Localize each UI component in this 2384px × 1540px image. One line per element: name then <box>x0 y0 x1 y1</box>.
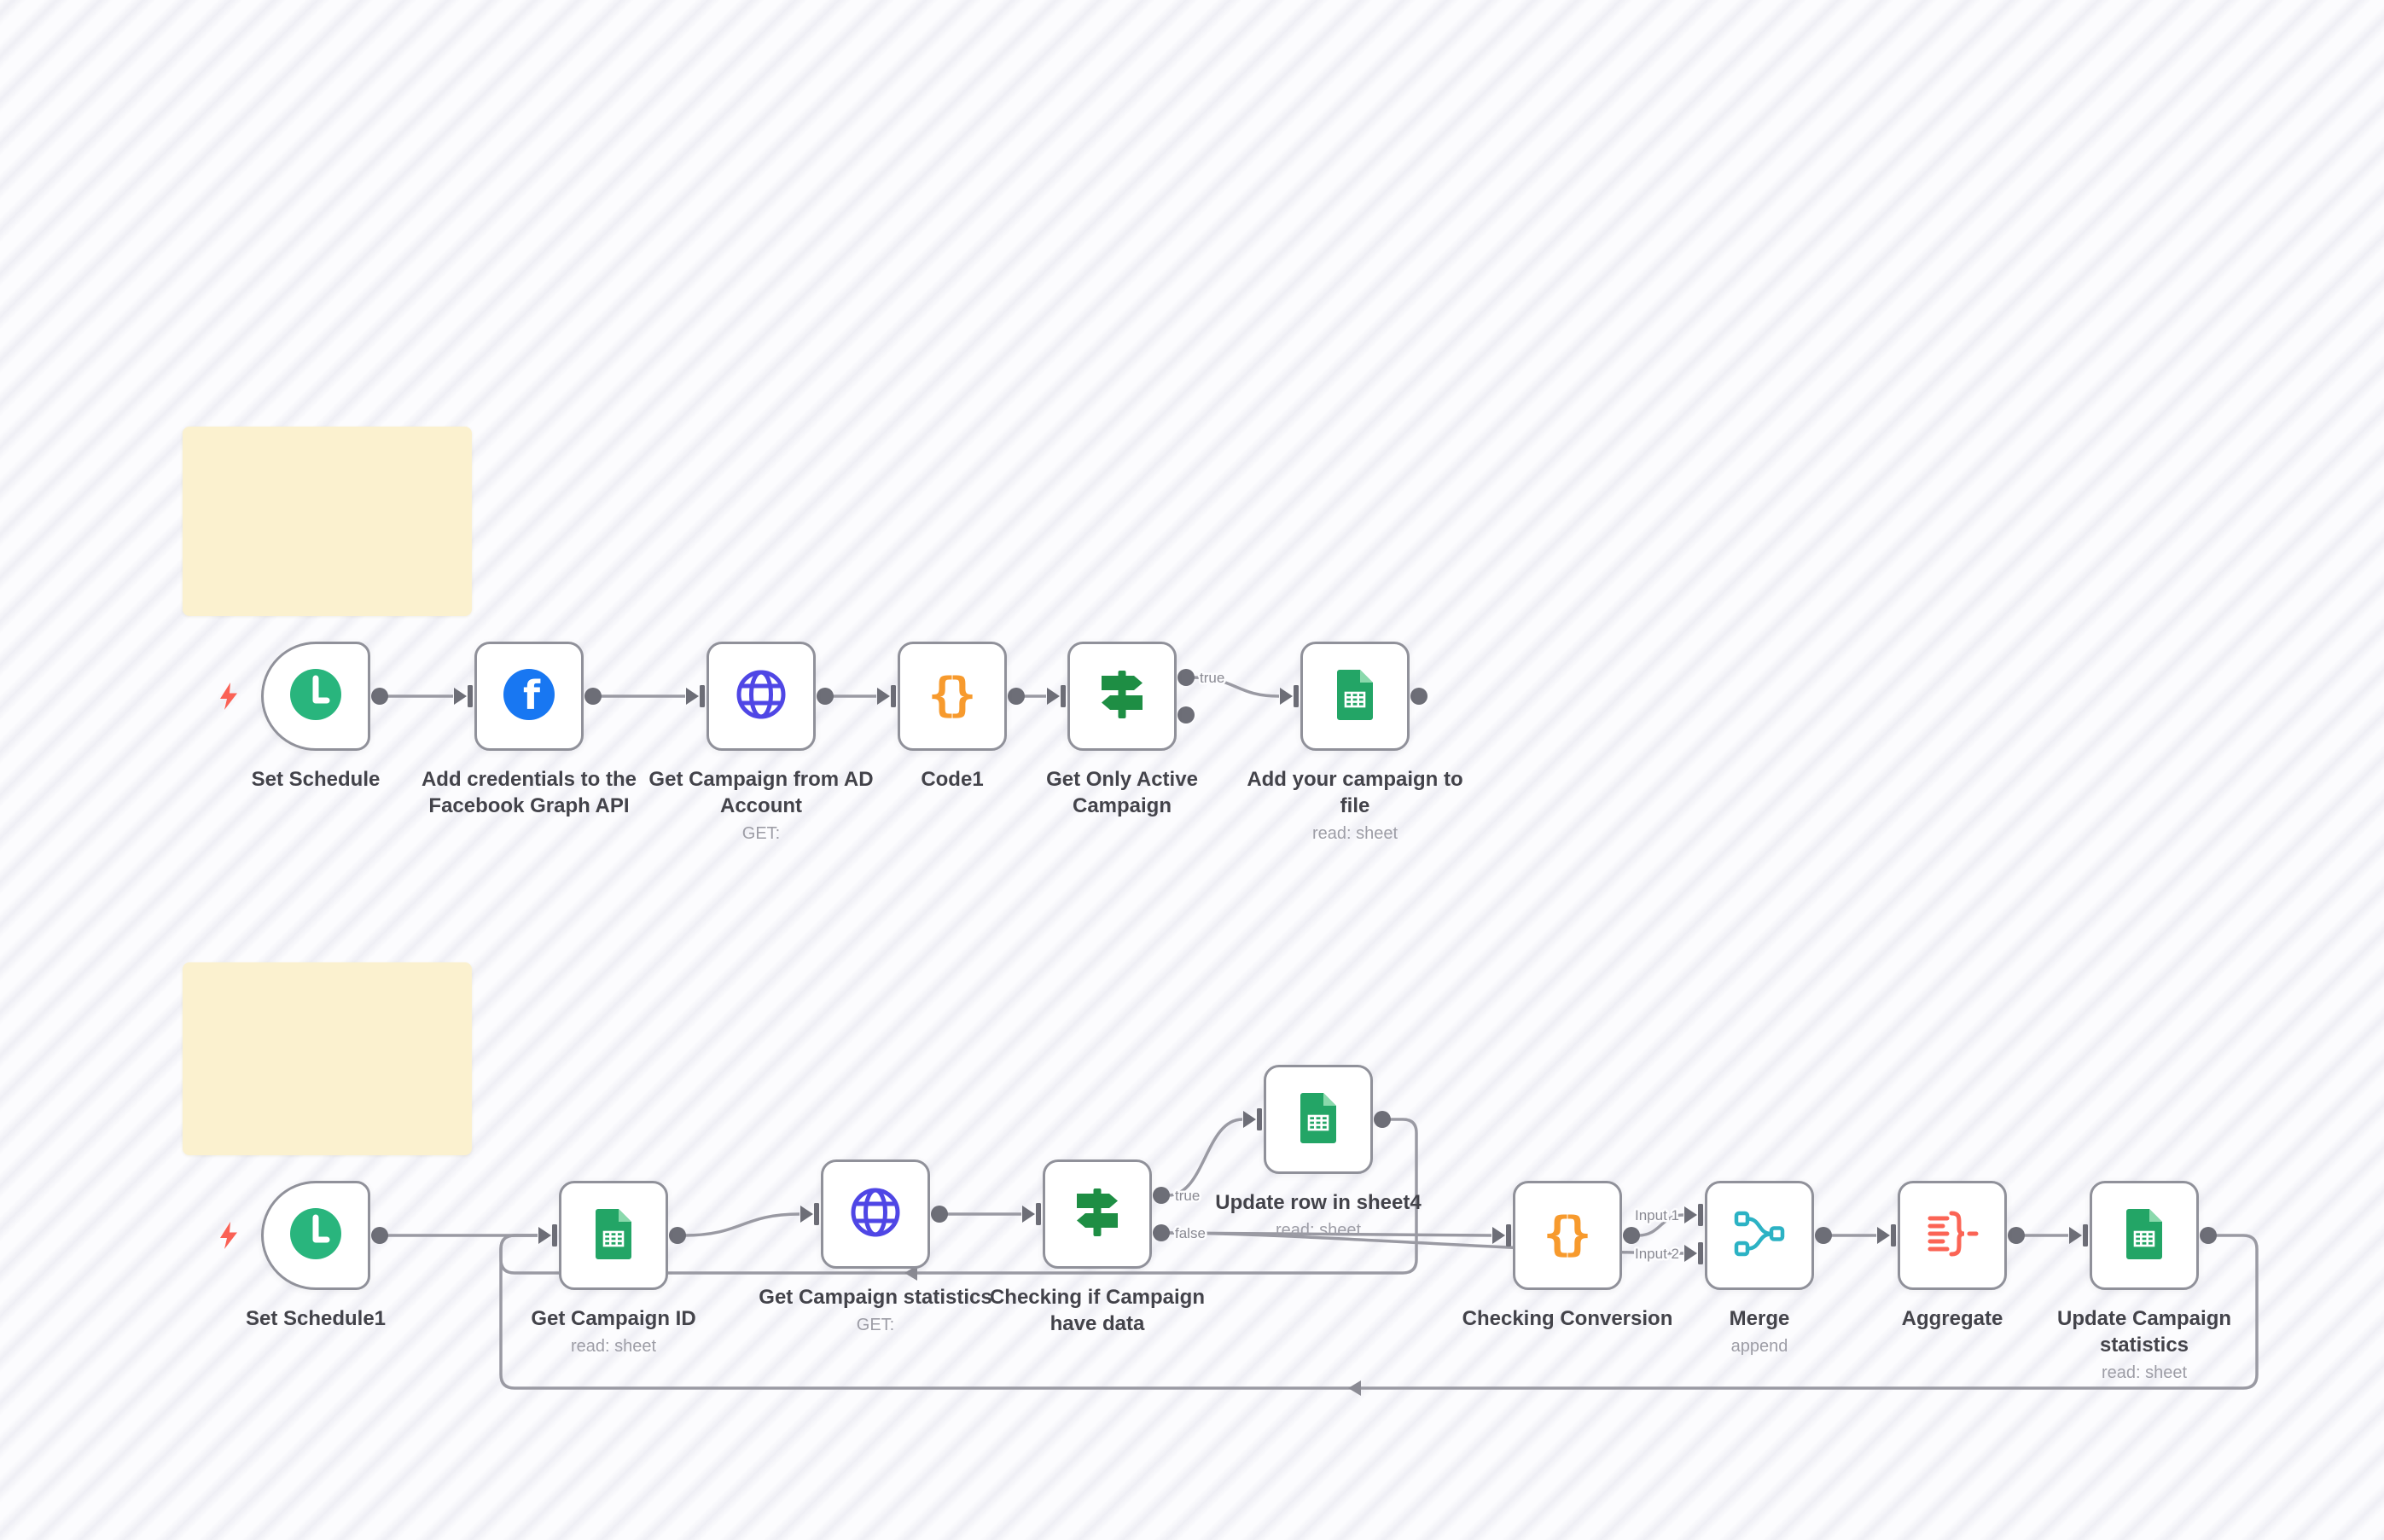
checking-conversion-input-port[interactable] <box>1492 1227 1505 1244</box>
aggregate-icon <box>1925 1206 1980 1265</box>
node-set-schedule1[interactable] <box>261 1181 370 1290</box>
trigger-lightning-icon <box>220 1222 237 1249</box>
set-schedule-output-port[interactable] <box>371 688 388 705</box>
update-campaign-statistics-output-port[interactable] <box>2200 1227 2217 1244</box>
code1-input-port-bar <box>891 685 896 707</box>
merge-input-port-bar <box>1698 1242 1703 1264</box>
output-port-label: true <box>1200 670 1224 686</box>
get-only-active-campaign-output-port[interactable] <box>1177 706 1195 724</box>
globe-icon <box>848 1185 903 1244</box>
checking-if-campaign-have-data-input-port[interactable] <box>1022 1206 1035 1223</box>
update-campaign-statistics-input-port[interactable] <box>2069 1227 2082 1244</box>
node-checking-conversion[interactable]: {} <box>1513 1181 1622 1290</box>
output-port-label: false <box>1175 1225 1206 1241</box>
svg-text:}: } <box>1564 1207 1592 1261</box>
merge-icon <box>1732 1206 1787 1265</box>
node-update-campaign-statistics[interactable] <box>2090 1181 2199 1290</box>
connection-get-campaign-id-to-get-campaign-statistics[interactable] <box>683 1212 800 1237</box>
sheets-icon <box>1291 1090 1346 1149</box>
add-credentials-facebook-input-port-bar <box>468 685 473 707</box>
aggregate-input-port[interactable] <box>1877 1227 1890 1244</box>
get-campaign-statistics-output-port[interactable] <box>931 1206 948 1223</box>
get-campaign-from-ad-account-input-port[interactable] <box>686 688 699 705</box>
node-add-your-campaign-to-file[interactable] <box>1300 642 1410 751</box>
update-campaign-statistics-input-port-bar <box>2083 1224 2088 1247</box>
connection-checking-conversion-to-merge[interactable] <box>1637 1213 1684 1237</box>
merge-input-port[interactable] <box>1684 1245 1697 1262</box>
update-row-in-sheet4-output-port[interactable] <box>1374 1111 1391 1128</box>
aggregate-output-port[interactable] <box>2008 1227 2025 1244</box>
code1-input-port[interactable] <box>877 688 890 705</box>
node-get-campaign-statistics[interactable] <box>821 1159 930 1269</box>
svg-text:f: f <box>523 672 541 718</box>
add-credentials-facebook-output-port[interactable] <box>584 688 602 705</box>
checking-conversion-output-port[interactable] <box>1623 1227 1640 1244</box>
update-row-in-sheet4-input-port-bar <box>1257 1108 1262 1130</box>
get-campaign-statistics-input-port[interactable] <box>800 1206 813 1223</box>
output-port-label: true <box>1175 1188 1200 1204</box>
clock-icon <box>288 667 343 726</box>
svg-text:}: } <box>949 668 977 722</box>
node-update-row-in-sheet4[interactable] <box>1264 1065 1373 1174</box>
connection-checking-if-campaign-have-data-to-update-row-in-sheet4[interactable] <box>1167 1118 1243 1197</box>
signpost-icon <box>1095 667 1149 726</box>
connection-get-only-active-campaign-to-add-your-campaign-to-file[interactable] <box>1192 676 1280 698</box>
node-get-campaign-id[interactable] <box>559 1181 668 1290</box>
get-campaign-id-output-port[interactable] <box>669 1227 686 1244</box>
get-campaign-statistics-input-port-bar <box>814 1203 819 1225</box>
input-port-label: Input 2 <box>1635 1246 1679 1262</box>
merge-output-port[interactable] <box>1815 1227 1832 1244</box>
connection-update-campaign-statistics-to-get-campaign-id[interactable] <box>499 1234 2259 1390</box>
code-braces-icon: {} <box>925 667 980 726</box>
node-aggregate[interactable] <box>1898 1181 2007 1290</box>
connection-checking-if-campaign-have-data-to-merge[interactable] <box>1167 1231 1684 1255</box>
sheets-icon <box>1328 667 1382 726</box>
sheets-icon <box>586 1206 641 1265</box>
update-row-in-sheet4-input-port[interactable] <box>1243 1111 1256 1128</box>
node-get-only-active-campaign[interactable] <box>1067 642 1177 751</box>
checking-if-campaign-have-data-output-port[interactable] <box>1153 1224 1170 1241</box>
node-set-schedule[interactable] <box>261 642 370 751</box>
wire-direction-arrow-icon <box>1348 1380 1361 1396</box>
get-campaign-id-input-port[interactable] <box>538 1227 551 1244</box>
get-only-active-campaign-input-port[interactable] <box>1047 688 1060 705</box>
svg-text:{: { <box>928 668 957 722</box>
facebook-icon: f <box>502 667 556 726</box>
get-campaign-from-ad-account-input-port-bar <box>700 685 705 707</box>
aggregate-input-port-bar <box>1891 1224 1896 1247</box>
clock-icon <box>288 1206 343 1265</box>
sticky-note[interactable] <box>183 427 472 616</box>
node-get-campaign-from-ad-account[interactable] <box>706 642 816 751</box>
merge-input-port-bar <box>1698 1204 1703 1226</box>
node-checking-if-campaign-have-data[interactable] <box>1043 1159 1152 1269</box>
set-schedule1-output-port[interactable] <box>371 1227 388 1244</box>
checking-if-campaign-have-data-output-port[interactable] <box>1153 1187 1170 1204</box>
merge-input-port[interactable] <box>1684 1206 1697 1223</box>
trigger-lightning-icon <box>220 683 237 710</box>
get-campaign-from-ad-account-output-port[interactable] <box>817 688 834 705</box>
signpost-icon <box>1070 1185 1125 1244</box>
node-code1[interactable]: {} <box>898 642 1007 751</box>
svg-text:{: { <box>1544 1207 1572 1261</box>
add-your-campaign-to-file-input-port-bar <box>1294 685 1299 707</box>
add-your-campaign-to-file-input-port[interactable] <box>1280 688 1293 705</box>
input-port-label: Input 1 <box>1635 1207 1679 1223</box>
code1-output-port[interactable] <box>1008 688 1025 705</box>
get-only-active-campaign-input-port-bar <box>1061 685 1066 707</box>
sticky-note[interactable] <box>183 962 472 1155</box>
add-your-campaign-to-file-output-port[interactable] <box>1410 688 1427 705</box>
checking-conversion-input-port-bar <box>1506 1224 1511 1247</box>
node-merge[interactable] <box>1705 1181 1814 1290</box>
code-braces-icon: {} <box>1540 1206 1595 1265</box>
wire-direction-arrow-icon <box>904 1265 917 1281</box>
sheets-icon <box>2117 1206 2172 1265</box>
get-campaign-id-input-port-bar <box>552 1224 557 1247</box>
checking-if-campaign-have-data-input-port-bar <box>1036 1203 1041 1225</box>
node-add-credentials-facebook[interactable]: f <box>474 642 584 751</box>
globe-icon <box>734 667 788 726</box>
add-credentials-facebook-input-port[interactable] <box>454 688 467 705</box>
get-only-active-campaign-output-port[interactable] <box>1177 669 1195 686</box>
